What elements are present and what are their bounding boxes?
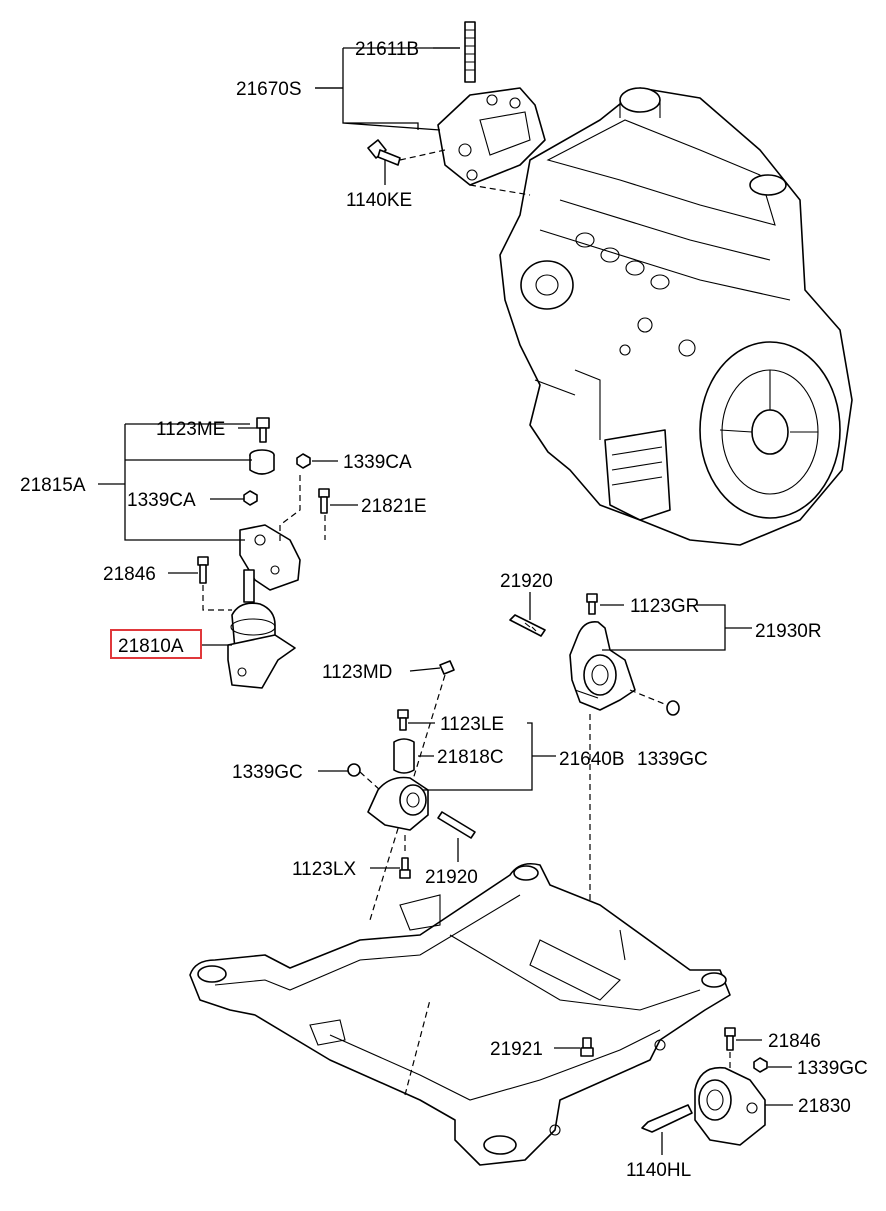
label-1339CA-upper[interactable]: 1339CA <box>343 452 412 473</box>
label-1140KE[interactable]: 1140KE <box>346 190 412 211</box>
label-1339GC-right[interactable]: 1339GC <box>637 749 708 770</box>
label-21670S[interactable]: 21670S <box>236 79 302 100</box>
label-21846-upper[interactable]: 21846 <box>103 564 156 585</box>
label-21846-lower[interactable]: 21846 <box>768 1031 821 1052</box>
label-21921[interactable]: 21921 <box>490 1039 543 1060</box>
label-1140HL[interactable]: 1140HL <box>626 1160 691 1181</box>
label-21818C[interactable]: 21818C <box>437 747 504 768</box>
label-21920-upper[interactable]: 21920 <box>500 571 553 592</box>
engine-assembly <box>499 87 853 546</box>
part-labels: 21611B 21670S 1140KE 1123ME 1339CA 21815… <box>20 39 868 1181</box>
left-mount-assembly <box>197 417 330 689</box>
label-21930R[interactable]: 21930R <box>755 621 822 642</box>
label-21611B[interactable]: 21611B <box>355 39 419 60</box>
highlight-box-21810A <box>110 629 202 659</box>
label-21810A[interactable]: 21810A <box>118 636 184 657</box>
label-21640B[interactable]: 21640B <box>559 749 625 770</box>
label-1123MD[interactable]: 1123MD <box>322 662 392 683</box>
label-21821E[interactable]: 21821E <box>361 496 427 517</box>
bolt-21921 <box>580 1037 594 1057</box>
label-1123ME[interactable]: 1123ME <box>156 419 225 440</box>
label-1339CA-lower[interactable]: 1339CA <box>127 490 196 511</box>
label-21920-lower[interactable]: 21920 <box>425 867 478 888</box>
leader-lines <box>98 47 793 1155</box>
label-1123LX[interactable]: 1123LX <box>292 859 356 880</box>
label-21830[interactable]: 21830 <box>798 1096 851 1117</box>
label-1339GC-left[interactable]: 1339GC <box>232 762 303 783</box>
label-1123GR[interactable]: 1123GR <box>630 596 699 617</box>
label-21815A[interactable]: 21815A <box>20 475 86 496</box>
upper-engine-bracket <box>367 21 546 196</box>
label-1339GC-lower[interactable]: 1339GC <box>797 1058 868 1079</box>
label-1123LE[interactable]: 1123LE <box>440 714 504 735</box>
subframe <box>189 862 731 1166</box>
transmission-mount-assembly <box>641 1027 768 1146</box>
front-mount-assembly <box>347 660 476 921</box>
